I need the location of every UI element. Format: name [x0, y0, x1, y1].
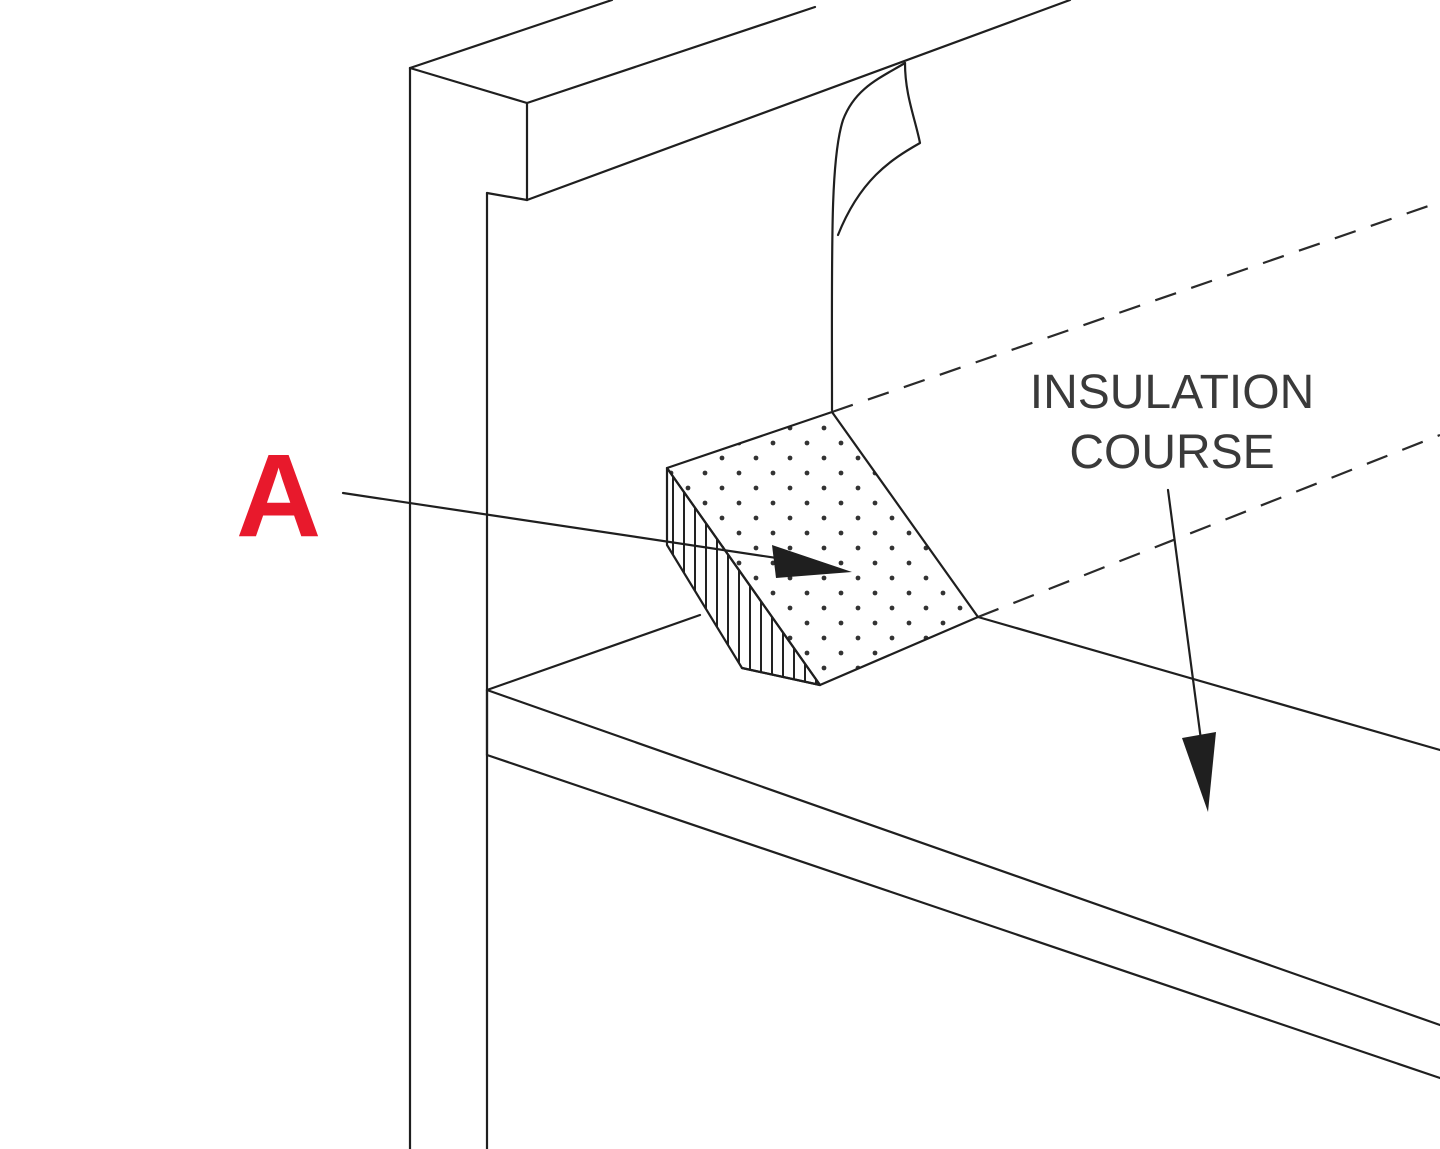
insulation-leader — [1166, 488, 1203, 742]
cant-strip-bottom-edge — [740, 666, 822, 687]
insulation-dashed-bottom — [977, 433, 1440, 619]
callout-a-arrow — [341, 491, 852, 578]
beam-top-edge — [525, 0, 1072, 202]
insulation-label-line1: INSULATION — [1030, 366, 1314, 419]
callout-a-leader — [341, 491, 792, 562]
membrane-curl-flap — [836, 61, 922, 237]
slab-bottom — [485, 753, 1440, 1080]
insulation-label-line2: COURSE — [1069, 426, 1274, 479]
callout-a-arrowhead — [772, 545, 852, 578]
peeled-membrane — [830, 61, 922, 412]
slab-top-back — [485, 613, 702, 692]
slab-top-front — [485, 688, 1440, 1027]
cant-strip-dotted-face — [665, 410, 980, 687]
membrane-curl-outline — [830, 61, 907, 412]
wall-cap-bottom — [485, 191, 529, 202]
wall-top-mid — [408, 66, 529, 105]
cant-strip — [665, 410, 980, 687]
insulation-arrow — [1166, 488, 1216, 812]
wall-structure — [408, 0, 1072, 1149]
insulation-arrowhead — [1182, 732, 1216, 812]
floor-slab — [485, 613, 1440, 1080]
wall-cap-top — [525, 5, 817, 105]
wall-top-back — [408, 0, 614, 70]
insulation-dashed-top — [831, 200, 1440, 414]
slab-back-edge — [976, 615, 1440, 752]
insulation-course-lines — [831, 200, 1440, 619]
callout-a-label: A — [236, 430, 321, 562]
